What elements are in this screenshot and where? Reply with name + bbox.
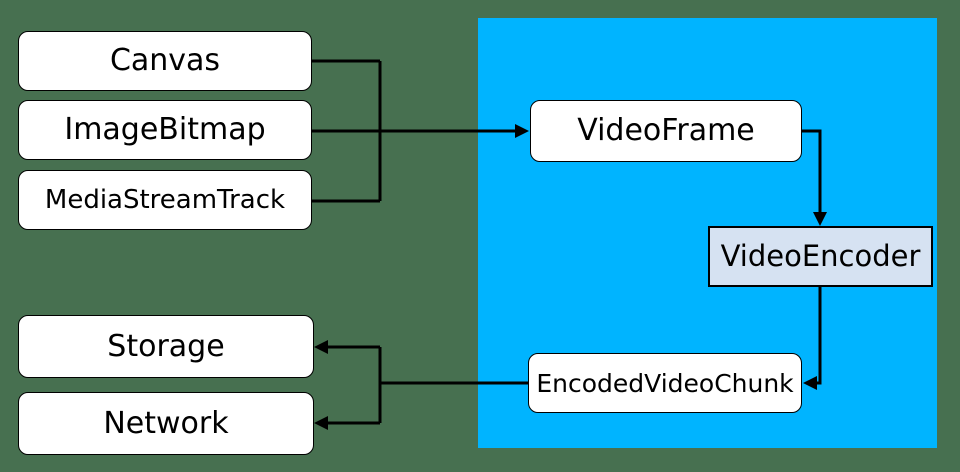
node-encoded-video-chunk-label: EncodedVideoChunk: [536, 368, 794, 398]
node-video-encoder-label: VideoEncoder: [720, 239, 921, 273]
arrowhead-into-network: [314, 416, 328, 430]
node-canvas: Canvas: [18, 31, 312, 91]
node-storage-label: Storage: [107, 328, 225, 364]
node-media-stream-track-label: MediaStreamTrack: [44, 185, 286, 215]
node-storage: Storage: [18, 315, 314, 378]
node-video-frame: VideoFrame: [530, 100, 802, 162]
node-media-stream-track: MediaStreamTrack: [18, 170, 312, 230]
node-video-encoder: VideoEncoder: [708, 226, 933, 287]
node-encoded-video-chunk: EncodedVideoChunk: [528, 353, 802, 413]
node-video-frame-label: VideoFrame: [577, 113, 755, 148]
node-image-bitmap: ImageBitmap: [18, 100, 312, 160]
node-network: Network: [18, 392, 314, 455]
node-canvas-label: Canvas: [109, 43, 221, 78]
node-image-bitmap-label: ImageBitmap: [64, 112, 266, 147]
node-network-label: Network: [103, 405, 229, 441]
arrowhead-into-storage: [314, 340, 328, 354]
